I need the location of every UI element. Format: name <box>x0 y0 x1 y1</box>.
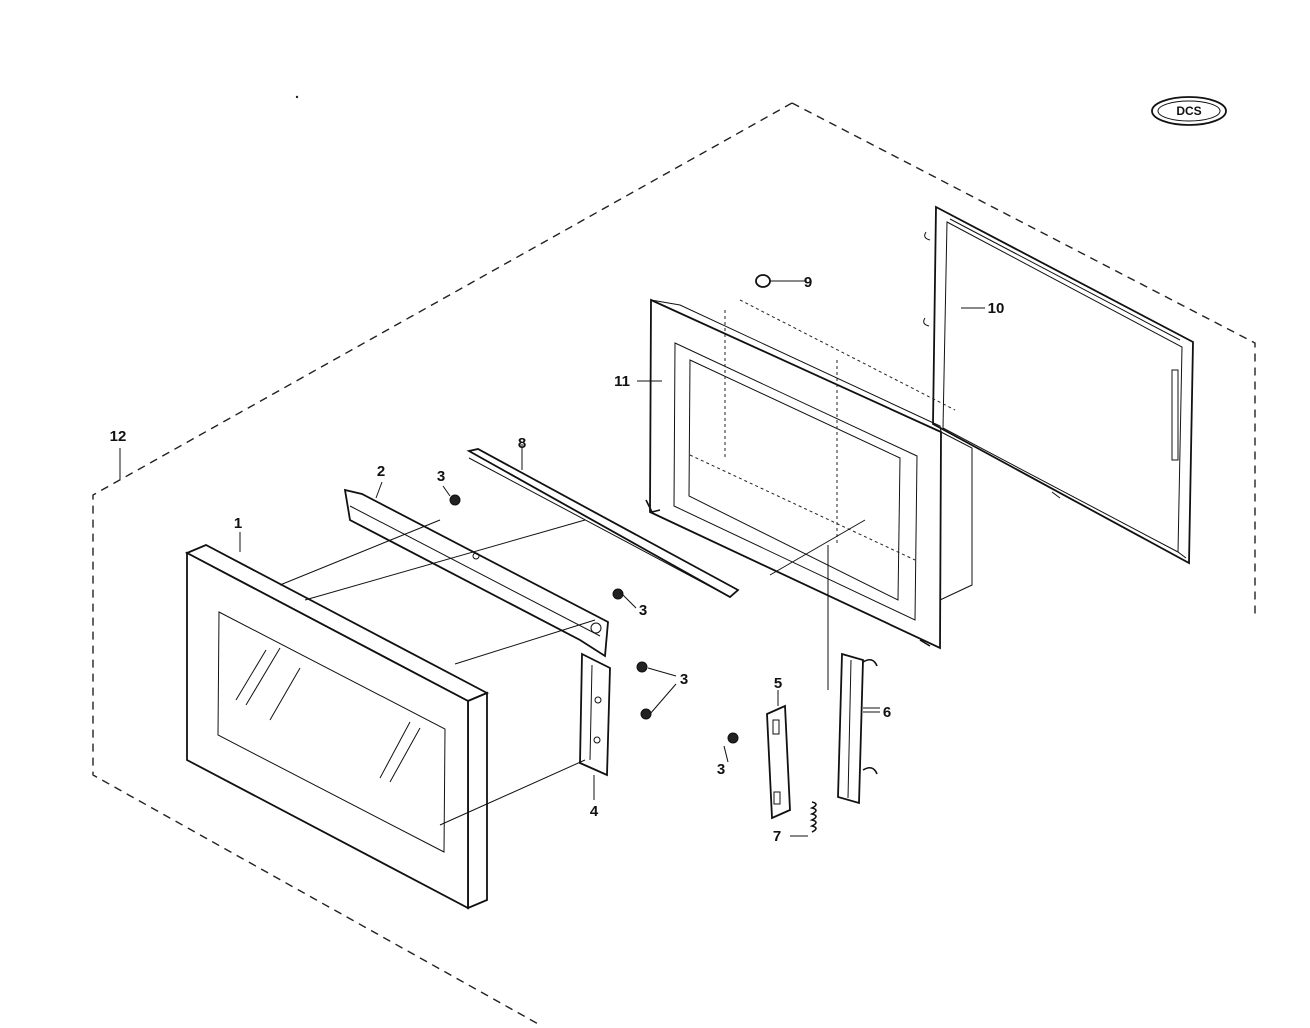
part-11-inner-frame <box>645 298 973 650</box>
callout-10: 10 <box>988 300 1005 317</box>
part-10-rear-frame <box>923 205 1194 565</box>
callout-7: 7 <box>773 828 781 845</box>
callout-4: 4 <box>590 803 599 820</box>
callout-numbers: 12 1 2 3 8 3 3 4 3 5 6 7 11 9 10 <box>110 274 1005 845</box>
part-5-plate <box>766 690 791 820</box>
part-3-screws <box>449 494 739 744</box>
part-8-bar <box>466 448 740 599</box>
part-9-screw <box>755 274 805 288</box>
part-1-front-door <box>184 544 490 910</box>
callout-2: 2 <box>377 463 385 480</box>
part-7-spring <box>790 801 817 837</box>
callout-3-top: 3 <box>437 468 445 485</box>
callout-3-right: 3 <box>680 671 688 688</box>
callout-11: 11 <box>614 373 630 390</box>
callout-5: 5 <box>774 675 782 692</box>
callout-3-bottom: 3 <box>717 761 725 778</box>
callout-3-middle: 3 <box>639 602 647 619</box>
part-6-latch <box>837 652 880 805</box>
callout-1: 1 <box>234 515 242 532</box>
callout-8: 8 <box>518 435 526 452</box>
callout-12: 12 <box>110 428 127 445</box>
callout-9: 9 <box>804 274 812 291</box>
callout-6: 6 <box>883 704 891 721</box>
stray-mark <box>295 95 299 99</box>
leader-lines <box>119 307 985 826</box>
part-2-hinge-rail <box>343 488 609 658</box>
dcs-logo: DCS <box>1151 96 1227 126</box>
logo-text: DCS <box>1176 104 1201 118</box>
part-4-hinge-plate <box>579 652 611 800</box>
assembly-boundary <box>92 102 1256 1026</box>
